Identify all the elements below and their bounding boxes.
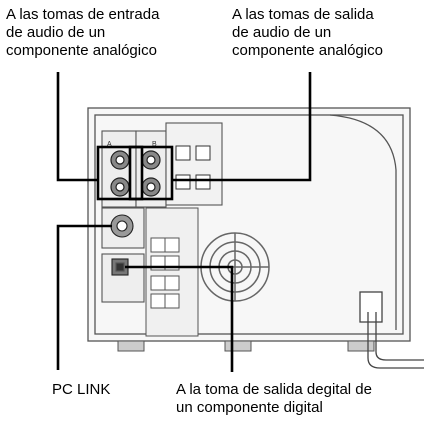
callout-lines: [56, 72, 312, 372]
feet: [117, 340, 375, 352]
analog-output-label: A las tomas de salida de audio de un com…: [232, 6, 383, 59]
digital-output-label: A la toma de salida degital de un compon…: [176, 381, 372, 416]
pc-link-label: PC LINK: [52, 381, 111, 398]
jack-group-b-mark: B: [152, 141, 157, 148]
digital-jack-panel: [101, 253, 145, 303]
analog-out-jacks: [141, 150, 161, 197]
power-cord: [359, 291, 424, 369]
antenna-terminals: [175, 145, 211, 190]
analog-in-jacks: [110, 150, 130, 197]
analog-input-label: A las tomas de entrada de audio de un co…: [6, 6, 160, 59]
jack-group-a-mark: A: [107, 141, 112, 148]
pc-link-panel: [101, 207, 145, 249]
speaker-terminals: [145, 207, 199, 337]
